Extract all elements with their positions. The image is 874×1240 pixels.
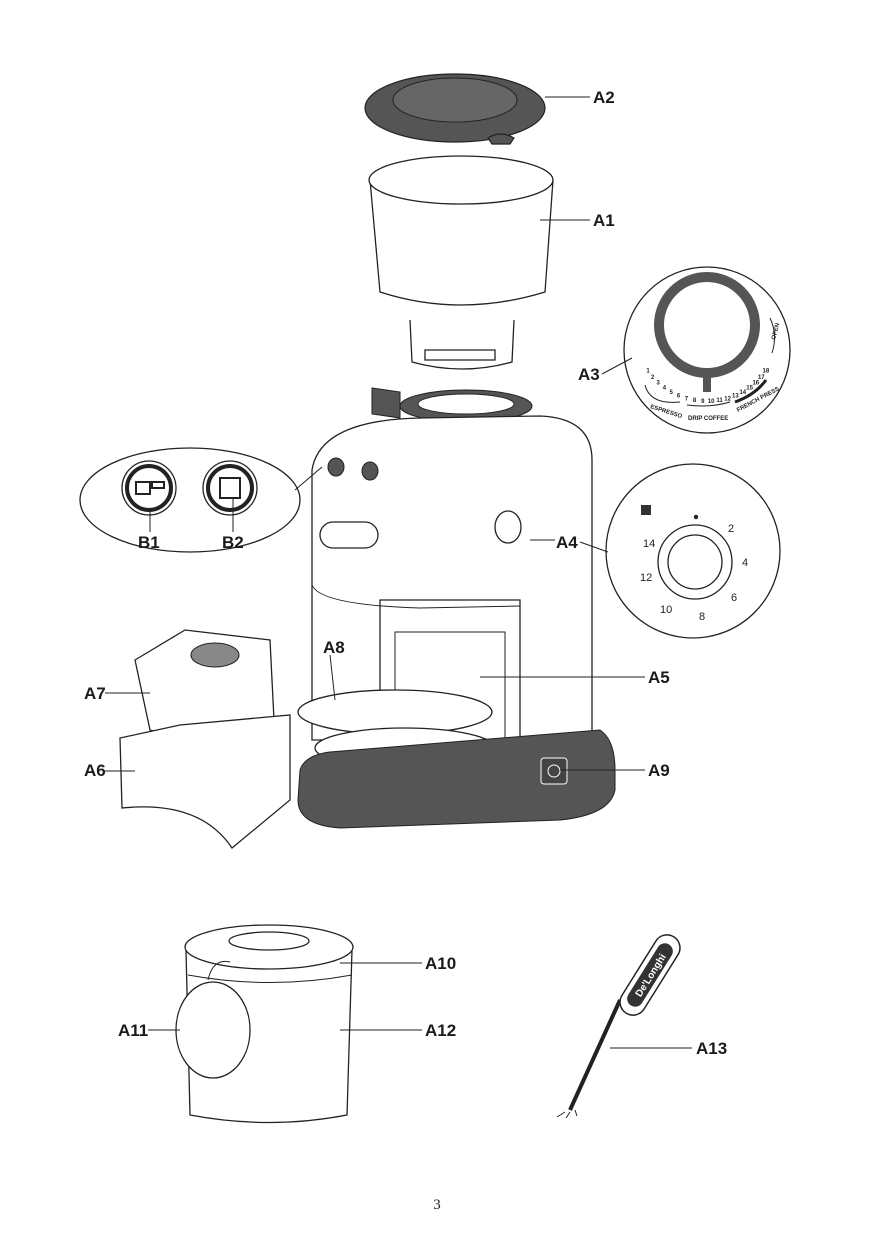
grind-setting-5: 5	[670, 390, 674, 396]
bean-hopper-lid	[364, 73, 546, 145]
cups-2: 2	[728, 523, 734, 535]
grind-setting-10: 10	[708, 399, 715, 405]
grind-setting-6: 6	[677, 394, 681, 400]
label-a1: A1	[593, 211, 615, 230]
container-adapter	[119, 714, 291, 849]
label-a9: A9	[648, 761, 670, 780]
label-a12: A12	[425, 1021, 456, 1040]
ground-coffee-container	[175, 924, 354, 1124]
grind-setting-11: 11	[716, 398, 723, 404]
cup-icon	[641, 505, 651, 515]
continuous-grind-icon	[219, 477, 241, 499]
grind-setting-14: 14	[739, 390, 746, 396]
label-a11: A11	[118, 1021, 148, 1040]
grind-setting-17: 17	[758, 375, 765, 381]
grind-setting-1: 1	[646, 369, 650, 375]
cups-8: 8	[699, 611, 705, 623]
label-a7: A7	[84, 684, 106, 703]
grind-setting-4: 4	[663, 386, 667, 392]
label-a3: A3	[578, 365, 600, 384]
grinder-base	[297, 729, 616, 829]
label-a8: A8	[323, 638, 345, 657]
grind-setting-15: 15	[746, 386, 753, 392]
label-b1: B1	[138, 533, 160, 552]
label-a10: A10	[425, 954, 456, 973]
cups-12: 12	[640, 572, 652, 584]
bean-hopper	[368, 155, 554, 370]
page-number: 3	[433, 1197, 441, 1213]
single-dose-icon	[135, 481, 151, 495]
label-a4: A4	[556, 533, 578, 552]
cups-4: 4	[742, 557, 748, 569]
grind-setting-dial: ESPRESSO DRIP COFFEE FRENCH PRESS OPEN	[623, 266, 791, 434]
label-b2: B2	[222, 533, 244, 552]
cups-14: 14	[643, 538, 655, 550]
grind-setting-16: 16	[752, 381, 759, 387]
label-a2: A2	[593, 88, 615, 107]
grind-setting-18: 18	[763, 369, 770, 375]
cups-selector-dial: 2 4 6 8 10 12 14	[605, 463, 781, 639]
grind-setting-12: 12	[724, 396, 731, 402]
label-a13: A13	[696, 1039, 727, 1058]
cups-10: 10	[660, 604, 672, 616]
label-a5: A5	[648, 668, 670, 687]
grind-setting-8: 8	[693, 398, 697, 404]
leader-lines	[105, 96, 692, 1049]
buttons-callout	[79, 447, 323, 553]
open-label: OPEN	[771, 323, 781, 341]
drip-coffee-label: DRIP COFFEE	[688, 416, 728, 422]
grind-setting-13: 13	[732, 394, 739, 400]
upper-burr	[371, 387, 533, 423]
grind-setting-3: 3	[657, 381, 661, 387]
grind-setting-7: 7	[685, 396, 689, 402]
label-a6: A6	[84, 761, 106, 780]
grind-setting-2: 2	[651, 375, 655, 381]
grind-setting-9: 9	[701, 399, 705, 405]
cups-6: 6	[731, 592, 737, 604]
